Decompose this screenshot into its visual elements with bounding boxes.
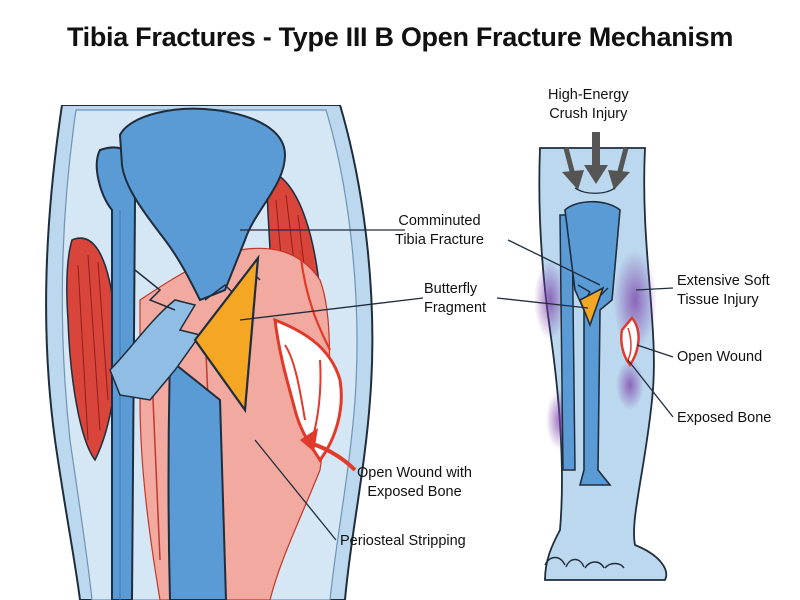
label-butterfly-fragment: Butterfly Fragment [424, 280, 486, 318]
crush-arrow-left [563, 147, 576, 176]
label-line: Tibia Fracture [395, 232, 484, 248]
left-closeup-illustration [45, 105, 374, 600]
leader-r-butterfly [496, 297, 589, 309]
label-line: Fragment [424, 300, 487, 316]
right-tibia [564, 200, 621, 486]
label-open-wound: Open Wound [677, 348, 762, 367]
wound-arrow-head [300, 428, 318, 452]
leader-butterfly [239, 297, 424, 321]
label-line: High-Energy [548, 87, 629, 103]
label-line: Periosteal Stripping [340, 533, 466, 549]
right-leg-illustration [534, 132, 668, 581]
bruise-mid [616, 360, 644, 410]
fracture-line [109, 299, 202, 401]
leader-soft-tissue [635, 287, 674, 291]
bruise-right [613, 250, 657, 350]
label-line: Tissue Injury [677, 292, 759, 308]
label-comminuted-fracture: Comminuted Tibia Fracture [395, 212, 484, 250]
leader-r-comminuted [507, 239, 601, 286]
label-line: Extensive Soft [677, 273, 770, 289]
label-crush-injury: High-Energy Crush Injury [548, 86, 629, 124]
label-periosteal-stripping: Periosteal Stripping [340, 532, 466, 551]
butterfly-fragment [193, 254, 260, 414]
bruise-left [534, 260, 566, 340]
label-line: Exposed Bone [677, 410, 772, 426]
leader-exposed-bone [627, 359, 674, 418]
page-title: Tibia Fractures - Type III B Open Fractu… [66, 22, 734, 52]
label-line: Butterfly [424, 281, 478, 297]
label-exposed-bone: Exposed Bone [677, 409, 771, 428]
open-wound [273, 317, 343, 463]
leader-periosteal [254, 439, 337, 541]
tibia-shaft [167, 357, 228, 600]
label-line: Exposed Bone [367, 484, 462, 500]
leader-open-wound [636, 344, 674, 358]
crush-arrow-right [616, 147, 629, 176]
tibia-bone [118, 107, 287, 302]
label-line: Open Wound with [357, 465, 472, 481]
label-open-wound-exposed-bone: Open Wound with Exposed Bone [357, 464, 472, 502]
label-line: Crush Injury [549, 106, 628, 122]
right-butterfly-fragment [578, 286, 605, 328]
toes [544, 556, 625, 569]
label-soft-tissue-injury: Extensive Soft Tissue Injury [677, 272, 770, 310]
label-line: Comminuted [398, 213, 481, 229]
label-line: Open Wound [677, 349, 763, 365]
right-open-wound [620, 316, 640, 368]
